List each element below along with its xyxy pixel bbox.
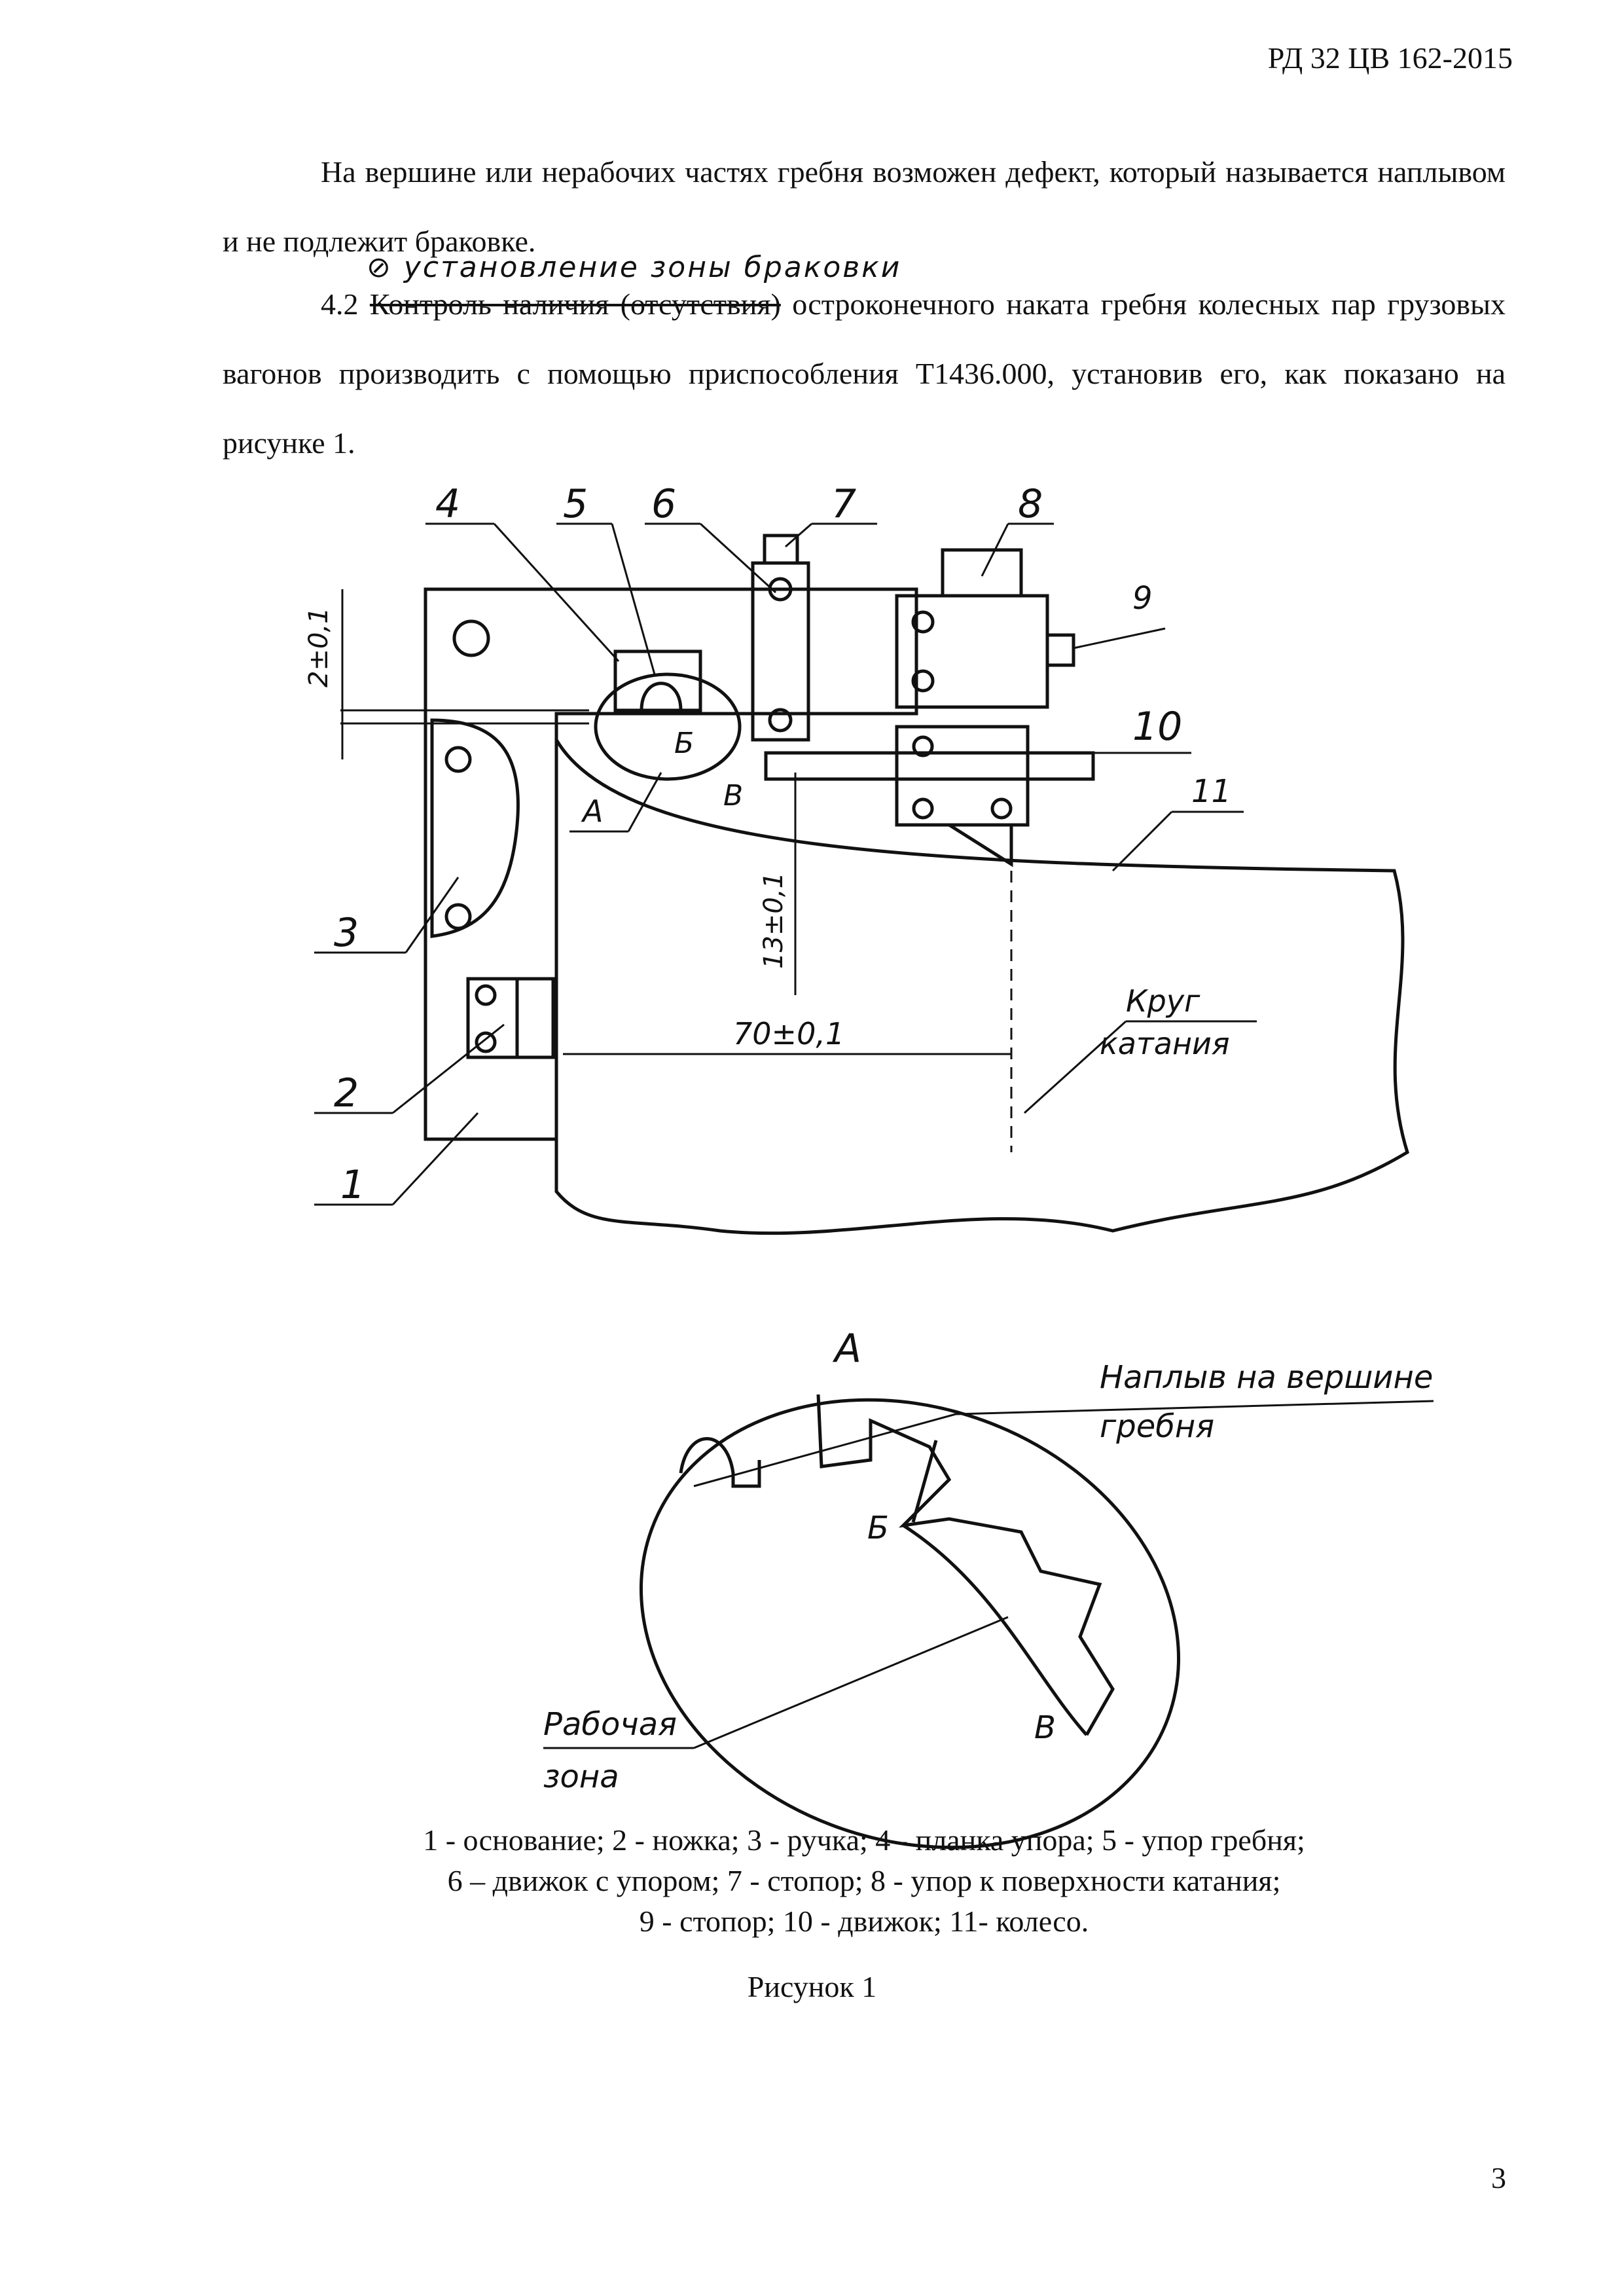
callout-6: 6: [651, 481, 676, 527]
label-grebnya: гребня: [1100, 1408, 1214, 1445]
callout-7: 7: [831, 481, 856, 527]
dim-70: 70±0,1: [733, 1016, 844, 1051]
label-a: А: [581, 793, 603, 829]
page-number: 3: [1491, 2161, 1506, 2195]
handwritten-insert: ⊘ установление зоны браковки: [367, 251, 902, 284]
label-katania: катания: [1100, 1026, 1230, 1061]
callout-2: 2: [334, 1070, 359, 1116]
callout-9: 9: [1132, 580, 1153, 617]
working-zone-curve: [902, 1523, 1088, 1736]
callout-4: 4: [435, 481, 460, 527]
paragraph-4-2: 4.2 Контроль наличия (отсутствия) острок…: [223, 270, 1506, 478]
slider-10: [764, 751, 1095, 781]
dim-2: 2±0,1: [304, 607, 334, 687]
paragraph-number: 4.2: [321, 287, 359, 321]
detail-label-v: В: [1034, 1709, 1056, 1746]
dim-13: 13±0,1: [759, 872, 789, 969]
figure-caption: 1 - основание; 2 - ножка; 3 - ручка; 4 -…: [223, 1820, 1506, 1942]
detail-a-ellipse: [640, 1398, 1180, 1850]
callout-1: 1: [340, 1162, 365, 1208]
flange-stop: [613, 649, 702, 712]
stopper-7: [763, 534, 799, 565]
caption-line-3: 9 - стопор; 10 - движок; 11- колесо.: [639, 1904, 1089, 1938]
callout-8: 8: [1018, 481, 1043, 527]
handle-body: [430, 718, 520, 938]
struck-text: Контроль наличия (отсутствия): [369, 287, 781, 321]
label-rabochaya: Рабочая: [543, 1706, 677, 1743]
paragraph-defect: На вершине или нерабочих частях гребня в…: [223, 155, 1506, 258]
detail-a-marker: [594, 672, 742, 781]
detail-label-b: Б: [867, 1510, 889, 1546]
base-hole: [452, 619, 490, 657]
figure-title: Рисунок 1: [747, 1970, 877, 2003]
label-b: Б: [674, 727, 694, 760]
label-krug: Круг: [1126, 983, 1200, 1019]
callout-11: 11: [1191, 773, 1231, 810]
paragraph-body: остроконечного наката гребня колесных па…: [223, 287, 1506, 460]
detail-a-title: А: [832, 1326, 861, 1372]
callout-10: 10: [1132, 704, 1182, 750]
stopper-9: [1045, 633, 1075, 667]
label-zona: зона: [543, 1758, 619, 1795]
label-naplyv: Наплыв на вершине: [1100, 1359, 1433, 1396]
caption-line-2: 6 – движок с упором; 7 - стопор; 8 - упо…: [447, 1864, 1281, 1897]
wheel-outline: [554, 733, 1409, 1235]
label-v: В: [723, 779, 743, 812]
callout-3: 3: [334, 910, 359, 956]
leg-body: [466, 977, 555, 1059]
base-body: [424, 587, 918, 1141]
document-code: РД 32 ЦВ 162-2015: [1267, 41, 1513, 75]
callout-5: 5: [563, 481, 588, 527]
caption-line-1: 1 - основание; 2 - ножка; 3 - ручка; 4 -…: [423, 1823, 1305, 1857]
